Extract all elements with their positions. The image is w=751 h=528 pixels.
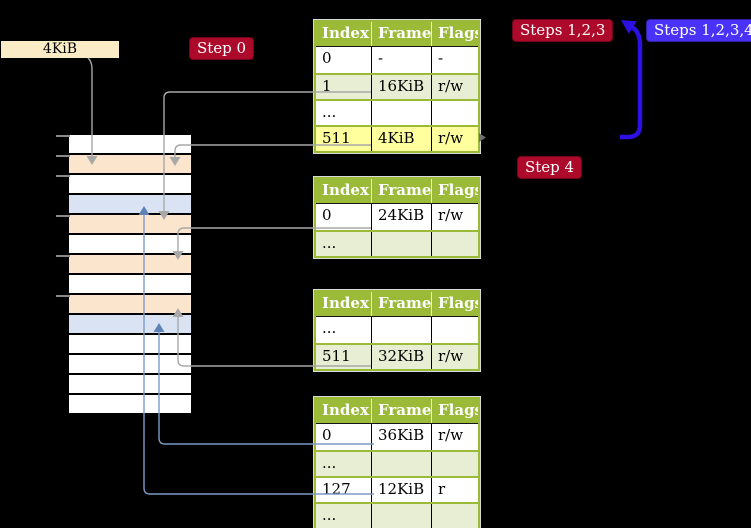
badge-steps-123: Steps 1,2,3	[512, 19, 614, 42]
column-header-flags: Flags	[431, 22, 478, 46]
memory-frame-row	[69, 395, 191, 415]
cell-index: 1	[322, 77, 332, 95]
table-row: 127 12KiB r	[316, 476, 478, 502]
cell-flags: r/w	[431, 345, 478, 369]
cell-frame: 24KiB	[371, 204, 431, 230]
cell-index: 0	[322, 426, 332, 444]
cell-frame	[371, 317, 431, 343]
level-1-page-table-c: Index Frame Flags 0 36KiB r/w ... 127 12…	[314, 397, 480, 528]
column-header-index: Index	[322, 181, 369, 199]
table-header-row: Index Frame Flags	[316, 22, 478, 47]
memory-frame-row	[69, 215, 191, 235]
l2-row511-right-stub-arrow	[479, 133, 486, 142]
table-row: 1 16KiB r/w	[316, 73, 478, 99]
column-header-flags: Flags	[431, 292, 478, 316]
table-row: 0 24KiB r/w	[316, 204, 478, 230]
table-header-row: Index Frame Flags	[316, 399, 478, 424]
steps-loop-arrow	[620, 20, 643, 140]
cell-flags: r/w	[431, 127, 478, 151]
column-header-frame: Frame	[371, 22, 431, 46]
badge-steps-1234: Steps 1,2,3,4	[646, 19, 751, 42]
memory-frame-row	[69, 135, 191, 155]
cell-flags	[431, 452, 478, 476]
cell-flags: r/w	[431, 424, 478, 450]
cell-frame	[371, 452, 431, 476]
table-row: ...	[316, 99, 478, 125]
cell-frame: 32KiB	[371, 345, 431, 369]
cell-frame	[371, 504, 431, 528]
memory-frame-row	[69, 355, 191, 375]
cell-index: 127	[322, 480, 351, 498]
cell-index: ...	[322, 234, 337, 252]
column-header-flags: Flags	[431, 399, 478, 423]
cell-index: ...	[322, 506, 337, 524]
cell-frame: 12KiB	[371, 478, 431, 502]
table-row: ...	[316, 317, 478, 343]
cell-frame: 4KiB	[371, 127, 431, 151]
cell-frame	[371, 232, 431, 256]
memory-frame-row	[69, 275, 191, 295]
cell-index: ...	[322, 319, 337, 337]
cell-flags	[431, 317, 478, 343]
memory-frame-row	[69, 255, 191, 275]
badge-step-0: Step 0	[189, 37, 255, 60]
table-row: ...	[316, 502, 478, 528]
column-header-flags: Flags	[431, 179, 478, 203]
memory-frame-row	[69, 175, 191, 195]
cell-flags: -	[431, 47, 478, 73]
memory-address-ticks	[56, 135, 70, 297]
column-header-frame: Frame	[371, 292, 431, 316]
column-header-index: Index	[322, 294, 369, 312]
table-row: ...	[316, 450, 478, 476]
cell-index: 0	[322, 49, 332, 67]
physical-memory-stack	[69, 135, 191, 415]
table-row: 511 32KiB r/w	[316, 343, 478, 369]
memory-frame-row	[69, 155, 191, 175]
table-row: 0 36KiB r/w	[316, 424, 478, 450]
cell-index: ...	[322, 454, 337, 472]
memory-frame-row	[69, 235, 191, 255]
column-header-index: Index	[322, 24, 369, 42]
table-header-row: Index Frame Flags	[316, 292, 478, 317]
memory-frame-row	[69, 375, 191, 395]
column-header-frame: Frame	[371, 399, 431, 423]
cell-index: 511	[316, 127, 371, 151]
cell-flags: r	[431, 478, 478, 502]
table-row-highlighted: 511 4KiB r/w	[316, 125, 478, 151]
memory-frame-row	[69, 295, 191, 315]
table-header-row: Index Frame Flags	[316, 179, 478, 204]
cell-index: ...	[322, 103, 337, 121]
column-header-index: Index	[322, 401, 369, 419]
badge-step-4: Step 4	[517, 156, 583, 179]
cell-index: 511	[322, 347, 351, 365]
memory-frame-row	[69, 335, 191, 355]
column-header-frame: Frame	[371, 179, 431, 203]
level-1-page-table-a: Index Frame Flags 0 24KiB r/w ...	[314, 177, 480, 258]
cell-frame: -	[371, 47, 431, 73]
level-1-page-table-b: Index Frame Flags ... 511 32KiB r/w	[314, 290, 480, 371]
level-2-page-table: Index Frame Flags 0 - - 1 16KiB r/w ... …	[314, 20, 480, 153]
memory-frame-row	[69, 315, 191, 335]
cell-index: 0	[322, 206, 332, 224]
frame-address-label: 4KiB	[1, 41, 119, 58]
table-row: 0 - -	[316, 47, 478, 73]
memory-frame-row	[69, 195, 191, 215]
cell-flags: r/w	[431, 75, 478, 99]
cell-flags	[431, 504, 478, 528]
cell-flags	[431, 101, 478, 125]
cell-frame	[371, 101, 431, 125]
cell-flags: r/w	[431, 204, 478, 230]
cell-flags	[431, 232, 478, 256]
table-row: ...	[316, 230, 478, 256]
cell-frame: 16KiB	[371, 75, 431, 99]
cell-frame: 36KiB	[371, 424, 431, 450]
